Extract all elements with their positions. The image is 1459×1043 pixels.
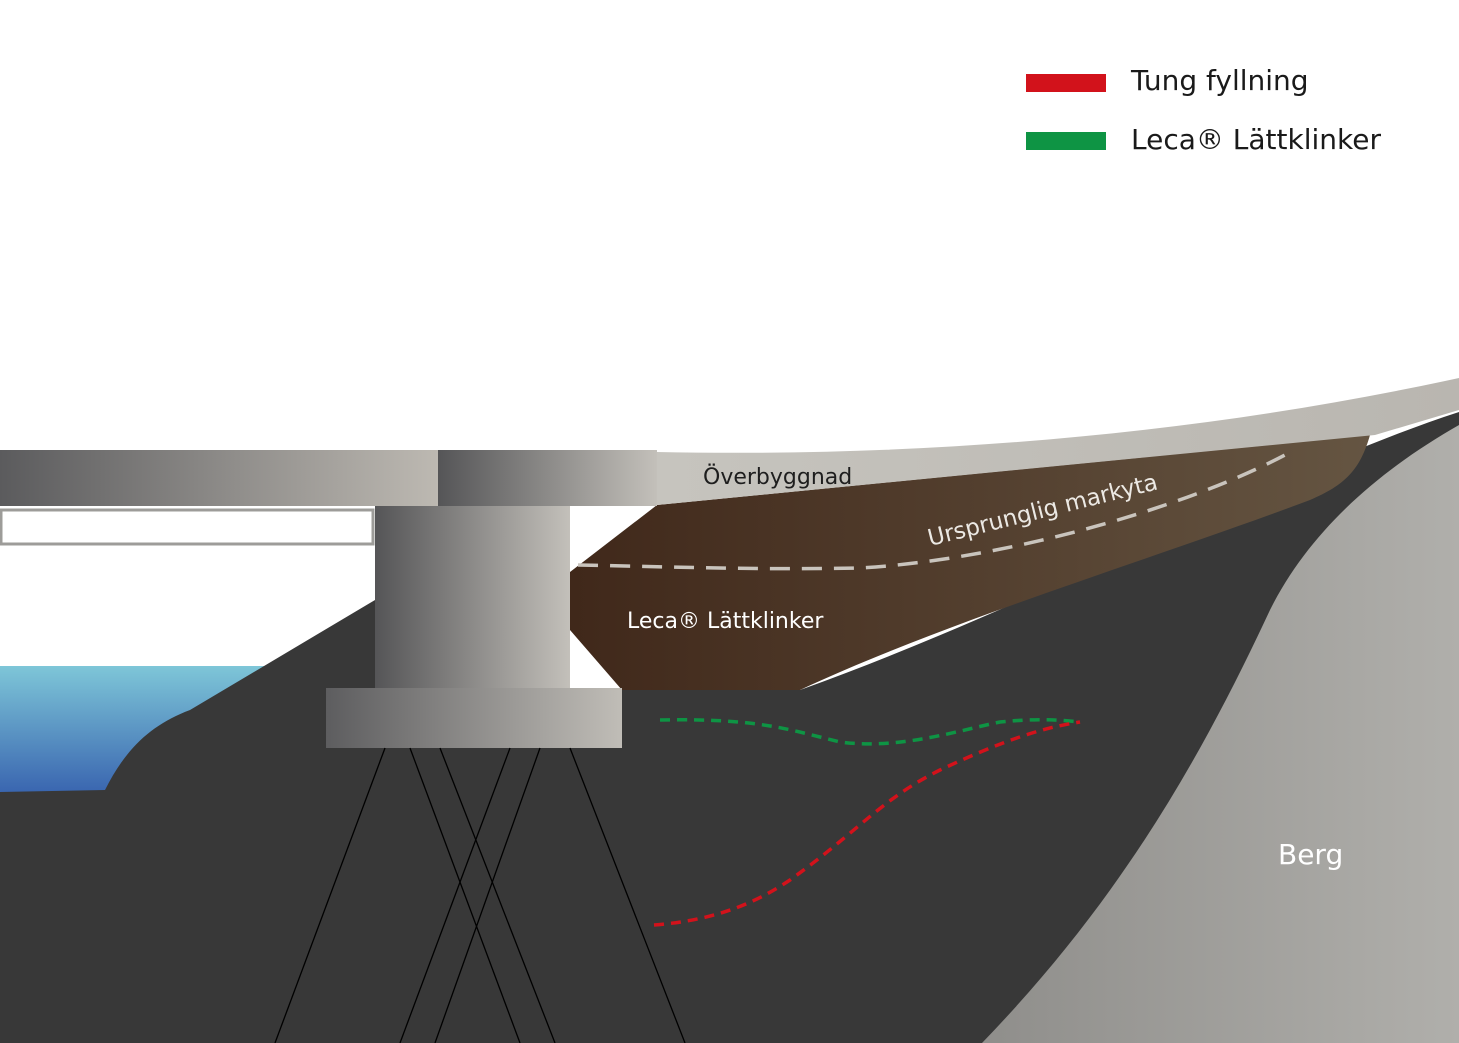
settlement-line-heavy-fill <box>653 720 1081 927</box>
pier-footing <box>326 688 622 748</box>
legend-label-leca: Leca® Lättklinker <box>1131 123 1381 156</box>
bedrock <box>982 425 1459 1043</box>
leca-fill <box>570 435 1370 690</box>
piles <box>274 747 686 1043</box>
original-ground-line <box>577 453 1286 571</box>
road-superstructure <box>657 378 1459 505</box>
label-superstructure: Överbyggnad <box>703 464 852 490</box>
legend: Tung fyllning Leca® Lättklinker <box>1026 64 1381 156</box>
bridge-deck <box>0 450 438 506</box>
pier-corbel <box>438 450 657 506</box>
water <box>0 666 270 792</box>
settlement-line-leca <box>659 717 1081 746</box>
label-fill: Leca® Lättklinker <box>627 609 824 634</box>
legend-label-heavy-fill: Tung fyllning <box>1130 64 1309 97</box>
pier-column <box>375 505 570 690</box>
legend-swatch-leca <box>1026 132 1106 150</box>
label-bedrock: Berg <box>1278 838 1343 871</box>
legend-swatch-heavy-fill <box>1026 74 1106 92</box>
deck-underside <box>0 508 375 546</box>
